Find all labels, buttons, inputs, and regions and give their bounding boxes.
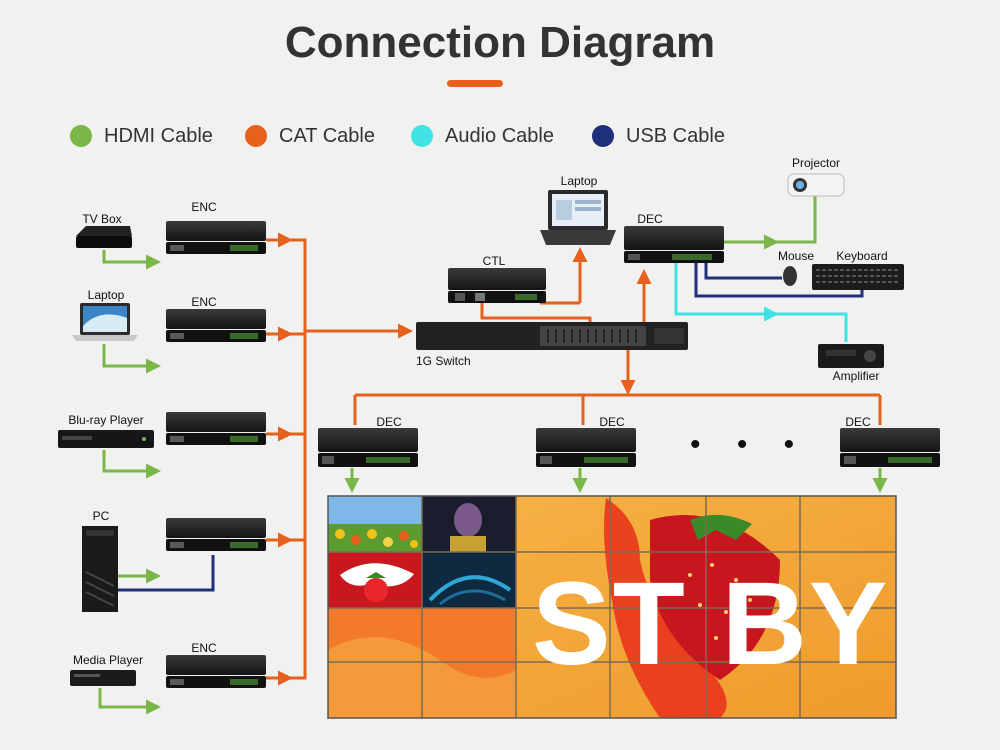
encoder-2-label: ENC [191,295,217,309]
wall-decoders [318,428,940,467]
ctl-label: CTL [482,254,506,268]
wall-decoder-2 [536,428,636,467]
encoder-2 [166,309,266,342]
bluray-player-device [58,430,154,448]
encoder-1 [166,221,266,254]
mouse-device [783,266,797,286]
laptop-control-device [540,190,616,245]
decoder-top-device [624,226,724,263]
amplifier-label: Amplifier [832,369,880,383]
media-player-device [70,670,136,686]
mouse-label: Mouse [777,249,815,263]
keyboard-label: Keyboard [836,249,888,263]
encoders [166,221,266,688]
cat-color-dot [245,125,267,147]
page-title: Connection Diagram [284,18,716,67]
encoder-1-label: ENC [191,200,217,214]
legend-usb: USB Cable [592,122,725,150]
keyboard-device [812,264,904,290]
usb-cables [118,258,864,592]
encoder-5 [166,655,266,688]
laptop-source-label: Laptop [87,288,125,302]
cat-cables [266,232,882,686]
decoder-top-label: DEC [637,212,663,226]
encoder-5-label: ENC [191,641,217,655]
bluray-label: Blu-ray Player [68,413,144,427]
wall-tile-flowers [328,496,422,552]
legend-cat: CAT Cable [245,122,375,150]
audio-color-dot [411,125,433,147]
wall-tile-character [422,496,516,552]
hdmi-color-dot [70,125,92,147]
encoder-3 [166,412,266,445]
pc-tower-device [82,526,118,612]
video-wall [327,495,897,719]
encoder-4 [166,518,266,551]
hdmi-cables [98,196,888,715]
laptop-source-device [72,303,138,341]
wall-decoder-1-label: DEC [376,415,402,429]
title-underline [447,80,503,87]
switch-label: 1G Switch [416,354,471,368]
usb-color-dot [592,125,614,147]
ctl-controller-device [448,268,546,303]
legend-hdmi: HDMI Cable [70,122,213,150]
network-switch-device [416,322,688,350]
projector-label: Projector [791,156,841,170]
wall-decoder-1 [318,428,418,467]
more-decoders-indicator: • • • [690,428,809,461]
video-wall-overlay-text: ST BY [532,558,890,690]
pc-label: PC [92,509,110,523]
wall-tile-strawberry-milk [328,552,422,608]
legend-audio-label: Audio Cable [445,124,554,147]
legend-audio: Audio Cable [411,122,554,150]
tv-box-device [76,226,132,248]
legend-cat-label: CAT Cable [279,124,375,147]
legend-usb-label: USB Cable [626,124,725,147]
wall-decoder-3 [840,428,940,467]
projector-device [787,173,845,197]
amplifier-device [818,344,884,368]
audio-cables [674,258,848,342]
tv-box-label: TV Box [82,212,122,226]
media-player-label: Media Player [72,653,144,667]
wall-tile-aquarium [422,552,516,608]
wall-decoder-2-label: DEC [599,415,625,429]
laptop-control-label: Laptop [560,174,598,188]
legend-hdmi-label: HDMI Cable [104,124,213,147]
wall-decoder-3-label: DEC [845,415,871,429]
bezel-grid [328,496,896,718]
